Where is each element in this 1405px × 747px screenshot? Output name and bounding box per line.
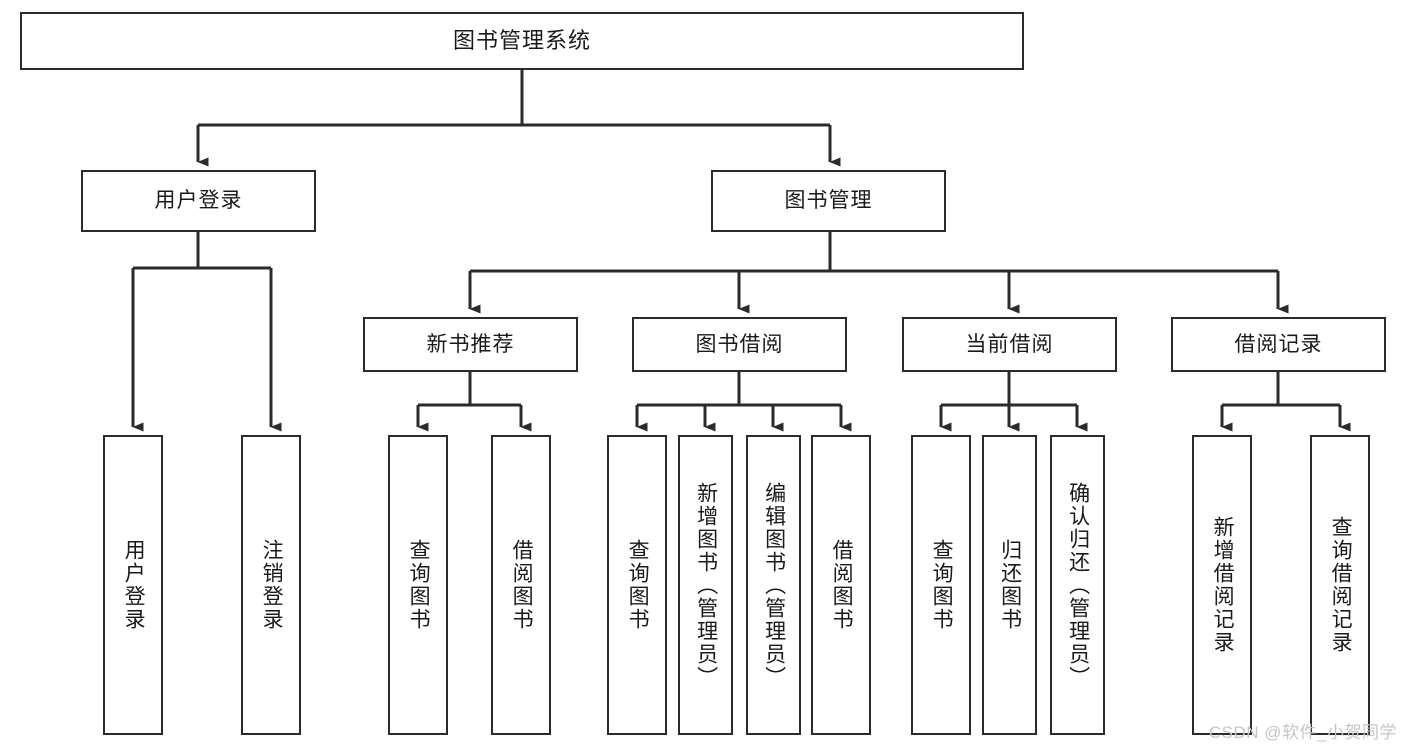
node-book-borrow-label: 图书借阅 — [695, 332, 784, 356]
node-leaf-add-book-admin-label: 新增图书（管理员） — [694, 481, 718, 689]
node-borrow-record-label: 借阅记录 — [1234, 332, 1323, 356]
node-book-manage[interactable]: 图书管理 — [711, 170, 946, 232]
node-leaf-user-login-label: 用户登录 — [122, 539, 146, 631]
watermark: CSDN @软件_小贺同学 — [1208, 723, 1397, 742]
node-leaf-borrow-book-1[interactable]: 借阅图书 — [491, 435, 551, 735]
node-leaf-return-book-label: 归还图书 — [998, 539, 1022, 631]
node-user-login[interactable]: 用户登录 — [81, 170, 316, 232]
node-leaf-query-borrow-record[interactable]: 查询借阅记录 — [1310, 435, 1370, 735]
node-leaf-logout-label: 注销登录 — [260, 539, 284, 631]
node-leaf-query-book-3-label: 查询图书 — [930, 539, 954, 631]
node-leaf-query-book-3[interactable]: 查询图书 — [911, 435, 971, 735]
node-root-label: 图书管理系统 — [452, 27, 591, 53]
node-leaf-add-book-admin[interactable]: 新增图书（管理员） — [678, 435, 733, 735]
node-current-borrow[interactable]: 当前借阅 — [902, 317, 1117, 372]
node-leaf-query-book-1-label: 查询图书 — [407, 539, 431, 631]
node-leaf-confirm-return-admin[interactable]: 确认归还（管理员） — [1050, 435, 1105, 735]
node-user-login-label: 用户登录 — [154, 189, 243, 213]
node-new-book-rec[interactable]: 新书推荐 — [363, 317, 578, 372]
node-leaf-logout[interactable]: 注销登录 — [241, 435, 301, 735]
node-leaf-add-borrow-record-label: 新增借阅记录 — [1211, 516, 1235, 654]
node-current-borrow-label: 当前借阅 — [965, 332, 1054, 356]
node-leaf-user-login[interactable]: 用户登录 — [103, 435, 163, 735]
node-new-book-rec-label: 新书推荐 — [426, 332, 515, 356]
node-leaf-return-book[interactable]: 归还图书 — [982, 435, 1037, 735]
node-leaf-query-book-2-label: 查询图书 — [626, 539, 650, 631]
node-leaf-edit-book-admin-label: 编辑图书（管理员） — [762, 481, 786, 689]
node-leaf-borrow-book-2[interactable]: 借阅图书 — [811, 435, 871, 735]
node-leaf-edit-book-admin[interactable]: 编辑图书（管理员） — [746, 435, 801, 735]
node-borrow-record[interactable]: 借阅记录 — [1171, 317, 1386, 372]
node-root[interactable]: 图书管理系统 — [20, 12, 1024, 70]
node-book-manage-label: 图书管理 — [784, 189, 873, 213]
node-leaf-add-borrow-record[interactable]: 新增借阅记录 — [1192, 435, 1252, 735]
node-leaf-borrow-book-1-label: 借阅图书 — [510, 539, 534, 631]
node-leaf-query-borrow-record-label: 查询借阅记录 — [1329, 516, 1353, 654]
node-leaf-query-book-1[interactable]: 查询图书 — [388, 435, 448, 735]
node-book-borrow[interactable]: 图书借阅 — [632, 317, 847, 372]
node-leaf-query-book-2[interactable]: 查询图书 — [607, 435, 667, 735]
node-leaf-borrow-book-2-label: 借阅图书 — [830, 539, 854, 631]
node-leaf-confirm-return-admin-label: 确认归还（管理员） — [1066, 481, 1090, 689]
